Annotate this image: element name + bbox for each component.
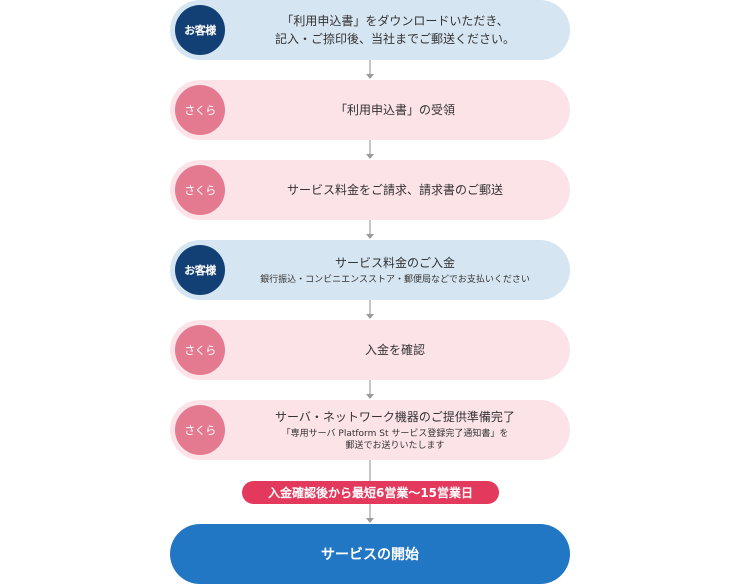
flow-step-4: お客様 サービス料金のご入金 銀行振込・コンビニエンスストア・郵便局などでお支払… bbox=[170, 240, 570, 300]
actor-badge-customer: お客様 bbox=[175, 245, 225, 295]
arrow-down-icon bbox=[366, 518, 374, 523]
step-main-text: サーバ・ネットワーク機器のご提供準備完了 bbox=[275, 410, 515, 424]
flow-step-1: お客様 「利用申込書」をダウンロードいただき、 記入・ご捺印後、当社までご郵送く… bbox=[170, 0, 570, 60]
flow-step-2: さくら 「利用申込書」の受領 bbox=[170, 80, 570, 140]
arrow-down-icon bbox=[366, 154, 374, 159]
step-text: 入金を確認 bbox=[230, 320, 560, 380]
step-main-text: 「利用申込書」の受領 bbox=[334, 103, 455, 117]
step-text: サービス料金のご入金 銀行振込・コンビニエンスストア・郵便局などでお支払いくださ… bbox=[230, 240, 560, 300]
step-sub-text: 郵送でお送りいたします bbox=[345, 441, 445, 451]
connector-line bbox=[369, 300, 371, 314]
arrow-down-icon bbox=[366, 314, 374, 319]
lead-time-notice: 入金確認後から最短6営業～15営業日 bbox=[242, 481, 499, 504]
step-sub-text: 「専用サーバ Platform St サービス登録完了通知書」を bbox=[281, 429, 509, 439]
arrow-down-icon bbox=[366, 394, 374, 399]
connector-line bbox=[369, 220, 371, 234]
actor-badge-sakura: さくら bbox=[175, 85, 225, 135]
step-main-text: 「利用申込書」をダウンロードいただき、 bbox=[281, 14, 509, 28]
step-text: 「利用申込書」の受領 bbox=[230, 80, 560, 140]
actor-badge-customer: お客様 bbox=[175, 5, 225, 55]
arrow-down-icon bbox=[366, 234, 374, 239]
step-main-text: 記入・ご捺印後、当社までご郵送ください。 bbox=[274, 32, 515, 46]
flow-step-5: さくら 入金を確認 bbox=[170, 320, 570, 380]
arrow-down-icon bbox=[366, 74, 374, 79]
step-text: 「利用申込書」をダウンロードいただき、 記入・ご捺印後、当社までご郵送ください。 bbox=[230, 0, 560, 60]
connector-line bbox=[369, 380, 371, 394]
step-main-text: サービス料金のご入金 bbox=[334, 256, 455, 270]
actor-badge-sakura: さくら bbox=[175, 405, 225, 455]
connector-line bbox=[369, 140, 371, 154]
connector-line bbox=[369, 60, 371, 74]
step-text: サービス料金をご請求、請求書のご郵送 bbox=[230, 160, 560, 220]
actor-badge-sakura: さくら bbox=[175, 325, 225, 375]
step-main-text: サービス料金をご請求、請求書のご郵送 bbox=[286, 183, 503, 197]
step-text: サーバ・ネットワーク機器のご提供準備完了 「専用サーバ Platform St … bbox=[230, 400, 560, 460]
actor-badge-sakura: さくら bbox=[175, 165, 225, 215]
step-main-text: 入金を確認 bbox=[364, 343, 425, 357]
flow-step-6: さくら サーバ・ネットワーク機器のご提供準備完了 「専用サーバ Platform… bbox=[170, 400, 570, 460]
flow-step-3: さくら サービス料金をご請求、請求書のご郵送 bbox=[170, 160, 570, 220]
step-sub-text: 銀行振込・コンビニエンスストア・郵便局などでお支払いください bbox=[260, 275, 530, 285]
service-start-step: サービスの開始 bbox=[170, 524, 570, 584]
